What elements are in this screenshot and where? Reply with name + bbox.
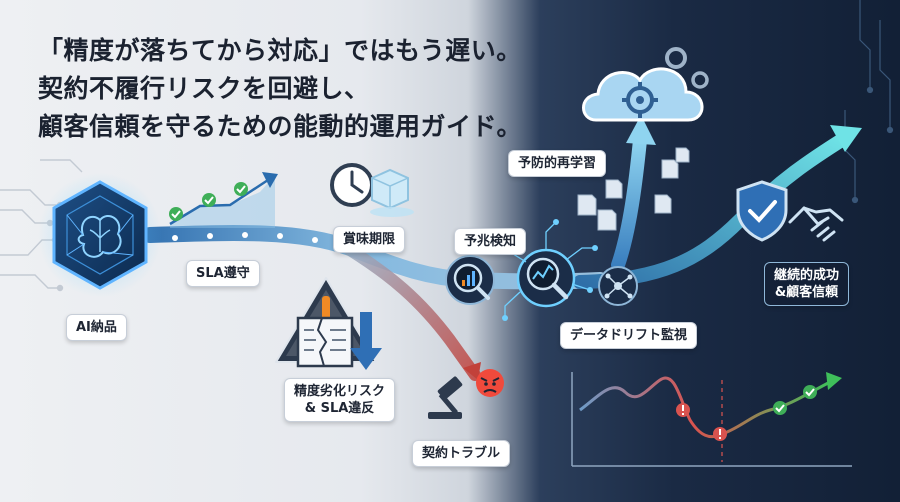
torn-document-icon [296, 316, 354, 368]
headline: 「精度が落ちてから対応」ではもう遅い。 契約不履行リスクを回避し、 顧客信頼を守… [38, 32, 522, 146]
label-preventive-retraining: 予防的再学習 [508, 150, 607, 177]
retraining-arrowhead [626, 115, 656, 145]
clock-icon [330, 163, 374, 207]
shield-check-icon [736, 180, 788, 242]
performance-chart [571, 372, 852, 467]
label-continued-success: 継続的成功 &顧客信頼 [764, 262, 850, 306]
gavel-icon [428, 376, 463, 419]
check-icon [169, 207, 183, 221]
network-node-icon [598, 266, 638, 306]
check-icon [773, 401, 787, 415]
label-sla-compliance: SLA遵守 [186, 260, 260, 287]
label-success-line-2: &顧客信頼 [774, 285, 839, 300]
label-early-detection: 予兆検知 [454, 228, 527, 255]
label-contract-trouble: 契約トラブル [412, 440, 511, 467]
check-icon [234, 182, 248, 196]
check-icon [202, 193, 216, 207]
label-success-line-1: 継続的成功 [774, 268, 840, 283]
brain-icon [38, 173, 162, 297]
retraining-arrow-path [611, 133, 647, 272]
label-degradation-risk: 精度劣化リスク & SLA違反 [284, 378, 396, 422]
sla-trend-chart [169, 172, 278, 228]
document-icon [577, 147, 690, 231]
label-degradation-line-1: 精度劣化リスク [294, 384, 386, 399]
magnifier-chart-icon [445, 255, 495, 305]
cloud-gear-icon [582, 47, 709, 122]
headline-line-3: 顧客信頼を守るための能動的運用ガイド。 [38, 112, 523, 141]
alert-icon [676, 403, 690, 417]
label-drift-monitoring: データドリフト監視 [560, 322, 698, 349]
label-degradation-line-2: & SLA違反 [304, 401, 375, 416]
success-arrowhead [830, 125, 862, 152]
risk-arrowhead [463, 362, 481, 380]
circuit-lines-right [844, 0, 894, 204]
down-arrow-icon [350, 312, 382, 370]
path-dots [172, 232, 318, 243]
alert-icon [713, 427, 727, 441]
handshake-icon [788, 206, 844, 242]
angry-face-icon [476, 369, 504, 397]
ice-cube-icon [370, 168, 414, 217]
headline-line-1: 「精度が落ちてから対応」ではもう遅い。 [38, 36, 522, 65]
risk-branch-path [344, 244, 481, 381]
check-icon [803, 385, 817, 399]
label-expiry: 賞味期限 [333, 226, 406, 253]
label-ai-delivery: AI納品 [66, 314, 127, 341]
headline-line-2: 契約不履行リスクを回避し、 [38, 74, 370, 103]
